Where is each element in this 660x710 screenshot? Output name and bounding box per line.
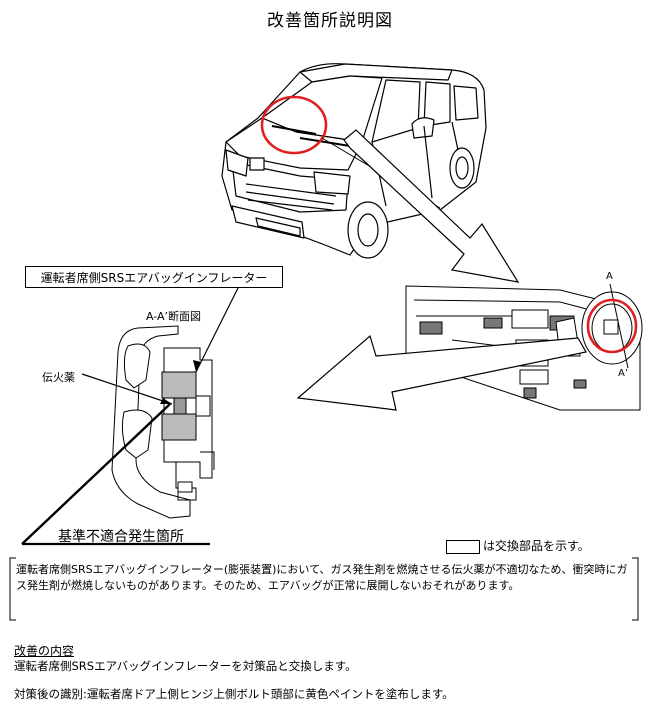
identification-text: 対策後の識別:運転者席ドア上側ヒンジ上側ボルト頭部に黄色ペイントを塗布します。 <box>14 687 454 701</box>
description-text: 運転者席側SRSエアバッグインフレーター(膨張装置)において、ガス発生剤を燃焼さ… <box>16 563 628 592</box>
section-view-label: A-A’断面図 <box>146 310 202 323</box>
inflator-label: 運転者席側SRSエアバッグインフレーター <box>25 266 283 288</box>
improvement-text: 運転者席側SRSエアバッグインフレーターを対策品と交換します。 <box>14 659 357 673</box>
section-line <box>609 283 629 369</box>
page-title: 改善箇所説明図 <box>267 11 393 31</box>
large-outline-arrow-left <box>296 334 587 411</box>
description-left-bracket <box>9 557 16 621</box>
explosive-label: 伝火薬 <box>42 371 75 384</box>
legend-text: は交換部品を示す。 <box>483 539 590 553</box>
cross-section-drawing <box>111 325 215 519</box>
description-right-bracket <box>632 557 639 621</box>
large-outline-arrow-down <box>343 129 520 283</box>
inflator-leader-line <box>195 287 239 373</box>
car-drawing <box>221 63 487 259</box>
steering-highlight-circle <box>586 298 638 354</box>
nonconformance-leader-line <box>21 403 171 545</box>
nonconformance-label: 基準不適合発生箇所 <box>58 529 184 545</box>
section-a-bottom-label: A’ <box>618 368 629 379</box>
improvement-heading: 改善の内容 <box>14 644 75 658</box>
section-a-top-label: A <box>606 271 613 282</box>
legend-swatch <box>446 539 480 554</box>
legend: は交換部品を示す。 <box>446 538 590 554</box>
windshield-highlight-circle <box>260 95 328 155</box>
explosive-leader-line <box>81 373 173 405</box>
